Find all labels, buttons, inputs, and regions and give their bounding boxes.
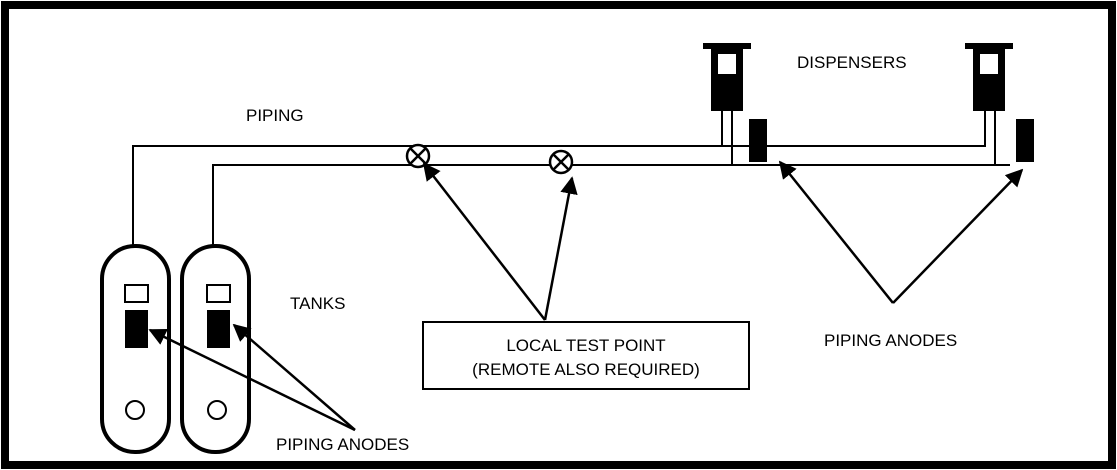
piping-anodes-label-bottom: PIPING ANODES <box>276 435 409 454</box>
test-point-sublabel: (REMOTE ALSO REQUIRED) <box>472 360 700 379</box>
tank <box>180 244 251 454</box>
piping-anodes-label: PIPING ANODES <box>824 331 957 350</box>
test-point-icon <box>405 143 431 169</box>
piping-anode <box>749 119 767 162</box>
dispenser <box>965 43 1013 111</box>
test-point-callout-box <box>422 321 750 390</box>
dispensers-label: DISPENSERS <box>797 53 907 72</box>
piping-anode <box>1016 119 1034 162</box>
dispenser <box>703 43 751 111</box>
piping-label: PIPING <box>246 106 304 125</box>
tank <box>100 244 171 454</box>
arrows <box>148 160 1024 432</box>
test-point-label: LOCAL TEST POINT <box>506 336 665 355</box>
tanks-label: TANKS <box>290 294 345 313</box>
test-point-icon <box>548 149 574 175</box>
